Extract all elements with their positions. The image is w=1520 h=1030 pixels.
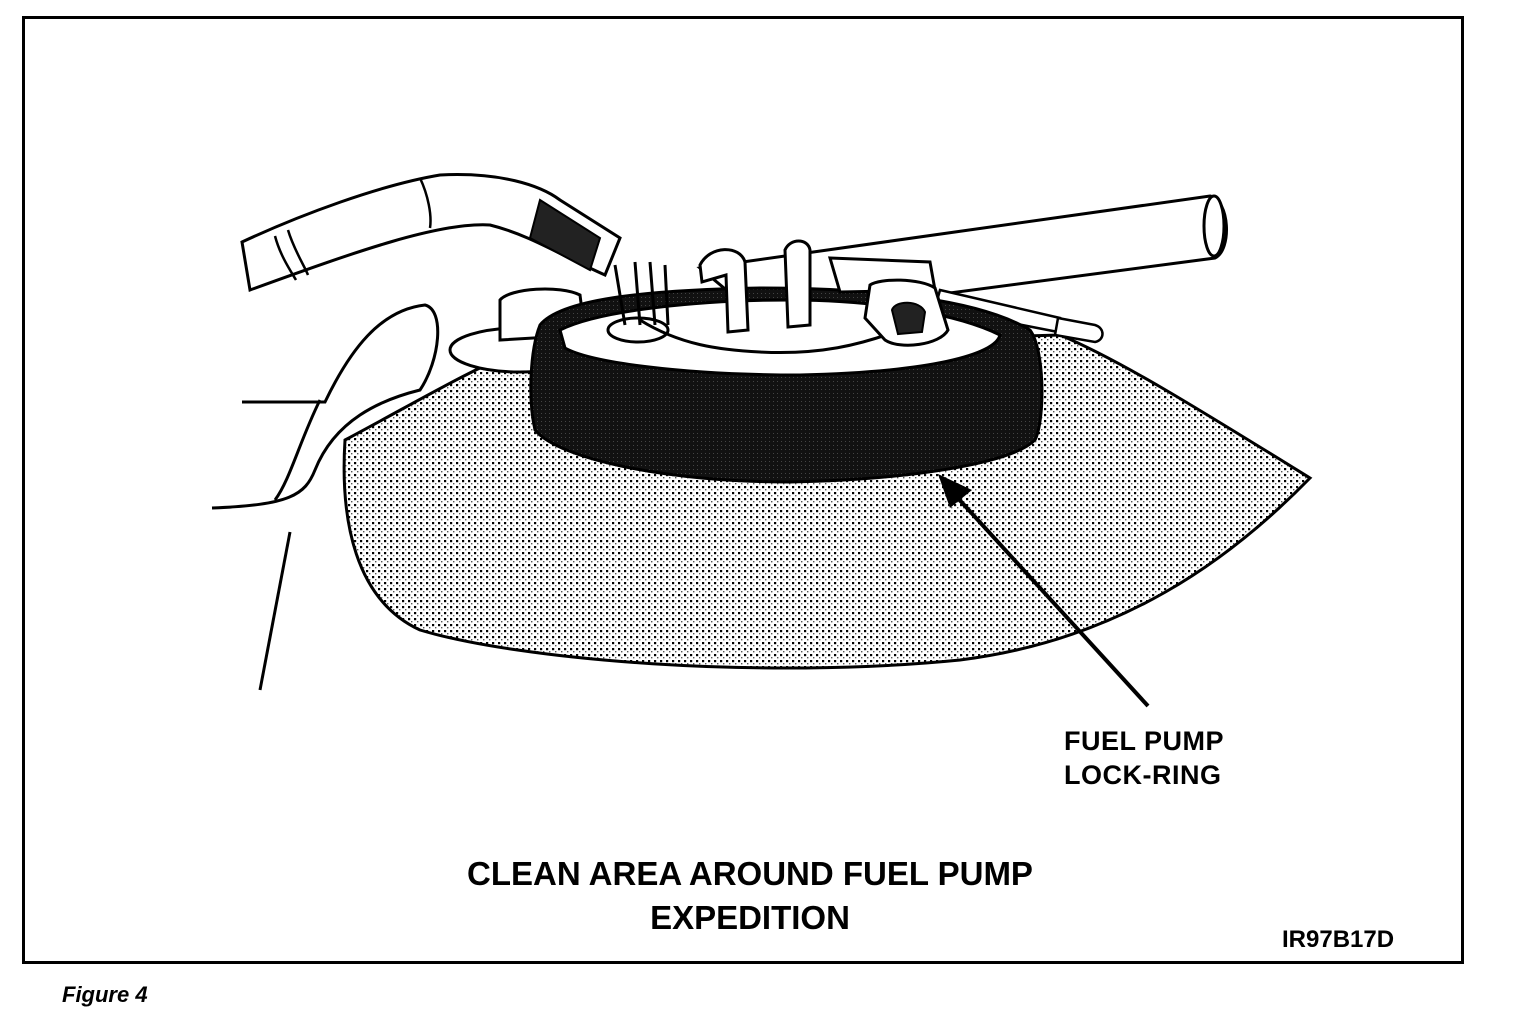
title-line-2: EXPEDITION — [650, 899, 850, 936]
fuel-hose-large — [240, 173, 622, 293]
figure-title: CLEAN AREA AROUND FUEL PUMP EXPEDITION — [420, 852, 1080, 940]
hose-tape — [528, 198, 602, 272]
fuel-return-fitting — [783, 239, 812, 329]
callout-leader-line — [953, 493, 1150, 708]
tank-edge-line — [258, 531, 292, 691]
hand-shape — [211, 303, 440, 510]
figure-code: IR97B17D — [1282, 926, 1395, 953]
hose-bands — [273, 177, 432, 281]
hand-fold-line — [273, 399, 322, 501]
callout-arrowhead — [938, 474, 972, 508]
fuel-line-elbow — [698, 248, 750, 334]
wiring-harness — [613, 261, 670, 326]
pump-wire — [639, 318, 901, 354]
callout-line-1: FUEL PUMP — [1064, 726, 1225, 756]
lock-ring-callout: FUEL PUMP LOCK-RING — [1064, 724, 1224, 792]
callout-line-2: LOCK-RING — [1064, 760, 1222, 790]
figure-caption: Figure 4 — [62, 982, 148, 1007]
title-line-1: CLEAN AREA AROUND FUEL PUMP — [467, 855, 1033, 892]
